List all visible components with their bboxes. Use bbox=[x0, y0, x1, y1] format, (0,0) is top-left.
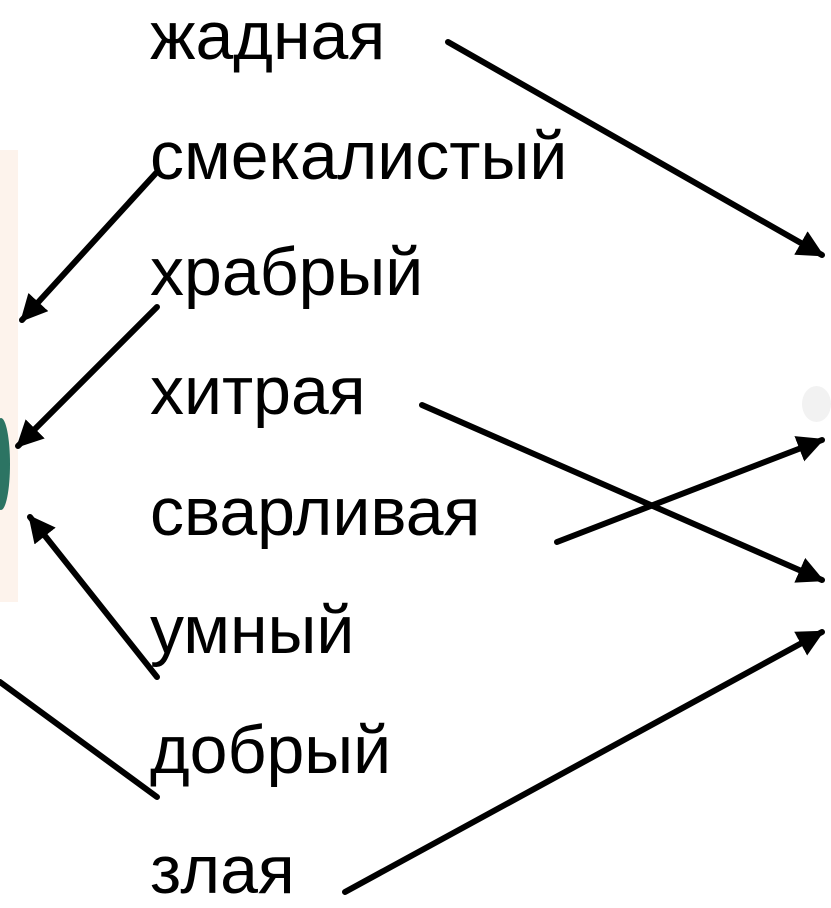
word-umnyi: умный bbox=[150, 592, 355, 668]
arrow-smekalistyi-to-left bbox=[19, 169, 160, 323]
arrow-khrabryi-to-left bbox=[15, 304, 160, 449]
line-dobryi-to-left bbox=[0, 679, 160, 800]
arrow-zhadnaya-to-right bbox=[445, 39, 825, 258]
right-character-image bbox=[802, 386, 831, 422]
arrow-umnyi-to-left bbox=[27, 514, 160, 680]
arrow-khitraya-to-right bbox=[419, 402, 825, 583]
word-svarlivaya: сварливая bbox=[150, 474, 481, 550]
word-khitraya: хитрая bbox=[150, 353, 366, 429]
word-dobryi: добрый bbox=[150, 712, 392, 788]
arrow-svarlivaya-to-right bbox=[554, 436, 825, 545]
arrow-zlaya-to-right bbox=[342, 629, 825, 895]
word-smekalistyi: смекалистый bbox=[150, 118, 568, 194]
word-zhadnaya: жадная bbox=[150, 0, 386, 74]
word-zlaya: злая bbox=[150, 832, 295, 908]
left-character-figure bbox=[0, 418, 10, 510]
word-khrabryi: храбрый bbox=[150, 234, 424, 310]
